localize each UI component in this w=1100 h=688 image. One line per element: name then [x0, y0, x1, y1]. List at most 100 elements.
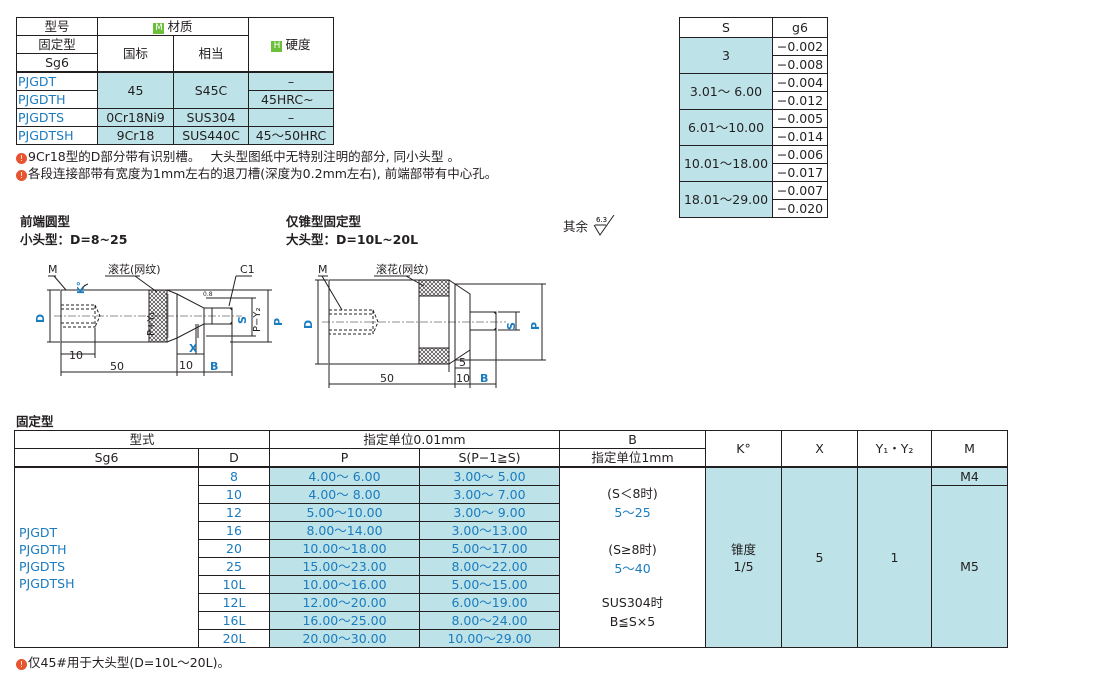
label-M: M [318, 263, 328, 276]
cell-P: 10.00～16.00 [269, 575, 420, 594]
cell-S: 3.00～ 9.00 [419, 503, 560, 522]
header-B: B [559, 430, 706, 449]
dim-50: 50 [110, 360, 124, 373]
material-gb: 9Cr18 [97, 126, 174, 145]
right-drawing-subtitle: 大头型：D=10L~20L [286, 232, 419, 247]
cell-P: 5.00～10.00 [269, 503, 420, 522]
cell-P: 8.00～14.00 [269, 521, 420, 540]
header-model: 型号 [16, 17, 98, 36]
type-codes: PJGDT PJGDTH PJGDTS PJGDTSH [14, 466, 199, 648]
cell-S: 3.00～ 7.00 [419, 485, 560, 504]
material-code: PJGDTSH [16, 126, 98, 145]
tol-lower: −0.008 [772, 55, 828, 74]
tol-upper: −0.005 [772, 109, 828, 128]
material-hardness: – [248, 71, 334, 91]
hardness-badge-icon: H [271, 41, 283, 52]
shank [469, 311, 497, 331]
left-drawing-subtitle: 小头型：D=8~25 [20, 232, 128, 247]
spec-table: 型式 指定单位0.01mm B K° X Y₁・Y₂ M Sg6 D P S(P… [14, 430, 1008, 648]
tol-upper: −0.006 [772, 145, 828, 164]
material-code: PJGDTS [16, 108, 98, 127]
label-X: X [189, 342, 198, 355]
cell-Y: 1 [857, 466, 932, 648]
cell-P: 10.00～18.00 [269, 539, 420, 558]
note-mark-icon: ! [16, 170, 27, 181]
tol-range: 3.01～ 6.00 [679, 73, 773, 110]
label-PY2: P−Y₂ [252, 307, 263, 332]
cell-S: 3.00～ 5.00 [419, 466, 560, 486]
header-unit001: 指定单位0.01mm [269, 430, 560, 449]
header-equiv: 相当 [173, 35, 249, 73]
dim-50: 50 [380, 372, 394, 385]
tol-upper: −0.007 [772, 181, 828, 200]
cell-D: 10L [198, 575, 270, 594]
section-title: 固定型 [16, 414, 54, 429]
header-S: S(P−1≧S) [419, 448, 560, 468]
tol-range: 10.01～18.00 [679, 145, 773, 182]
cell-M: M5 [931, 485, 1008, 648]
tol-lower: −0.017 [772, 163, 828, 182]
header-unit1: 指定单位1mm [559, 448, 706, 468]
header-sg6: Sg6 [16, 53, 98, 73]
label-knurl: 滚花(网纹) [108, 262, 161, 276]
tol-header-s: S [679, 17, 773, 38]
label-M: M [48, 263, 58, 276]
material-equiv: SUS440C [173, 126, 249, 145]
material-equiv: S45C [173, 71, 249, 109]
tol-header-g6: g6 [772, 17, 828, 38]
label-D: D [302, 320, 315, 329]
cell-X: 5 [781, 466, 858, 648]
tol-range: 18.01～29.00 [679, 181, 773, 218]
cell-S: 8.00～22.00 [419, 557, 560, 576]
label-PY1: P+Y₁ [146, 311, 157, 336]
label-C1: C1 [240, 263, 255, 276]
type-code: PJGDTS [19, 558, 66, 574]
header-gb: 国标 [97, 35, 174, 73]
dim-10b: 10 [179, 359, 193, 372]
label-08: 0.8 [203, 291, 213, 298]
header-fixed: 固定型 [16, 35, 98, 54]
note-mark-icon: ! [16, 153, 27, 164]
cell-S: 6.00～19.00 [419, 593, 560, 612]
header-K: K° [705, 430, 782, 468]
right-drawing-title: 仅锥型固定型 [286, 214, 362, 229]
label-P: P [272, 318, 285, 326]
cell-D: 25 [198, 557, 270, 576]
tol-upper: −0.002 [772, 37, 828, 56]
cell-D: 12 [198, 503, 270, 522]
cell-D: 16L [198, 611, 270, 630]
note-mark-icon: ! [16, 659, 27, 670]
label-D: D [34, 314, 47, 323]
cell-P: 4.00～ 8.00 [269, 485, 420, 504]
material-gb: 45 [97, 71, 174, 109]
cell-M: M4 [931, 466, 1008, 486]
tol-lower: −0.014 [772, 127, 828, 146]
cell-D: 20L [198, 629, 270, 648]
note-2: !各段连接部带有宽度为1mm左右的退刀槽(深度为0.2mm左右), 前端部带有中… [16, 165, 497, 182]
material-badge-icon: M [153, 23, 165, 34]
type-code: PJGDTSH [19, 575, 75, 591]
label-B: B [480, 372, 488, 385]
cell-P: 4.00～ 6.00 [269, 466, 420, 486]
label-P: P [529, 322, 542, 330]
tol-lower: −0.012 [772, 91, 828, 110]
roughness-symbol-icon: 6.3 [593, 214, 615, 236]
tol-range: 3 [679, 37, 773, 74]
header-X: X [781, 430, 858, 468]
cell-S: 5.00～15.00 [419, 575, 560, 594]
header-sg6: Sg6 [14, 448, 199, 468]
material-code: PJGDT [16, 71, 98, 91]
dim-10: 10 [69, 349, 83, 362]
cell-P: 12.00～20.00 [269, 593, 420, 612]
cell-D: 12L [198, 593, 270, 612]
cell-P: 20.00～30.00 [269, 629, 420, 648]
material-equiv: SUS304 [173, 108, 249, 127]
label-K: K° [76, 281, 87, 294]
note-3: !仅45#用于大头型(D=10L～20L)。 [16, 654, 230, 671]
cell-P: 16.00～25.00 [269, 611, 420, 630]
cell-S: 5.00～17.00 [419, 539, 560, 558]
cell-P: 15.00～23.00 [269, 557, 420, 576]
